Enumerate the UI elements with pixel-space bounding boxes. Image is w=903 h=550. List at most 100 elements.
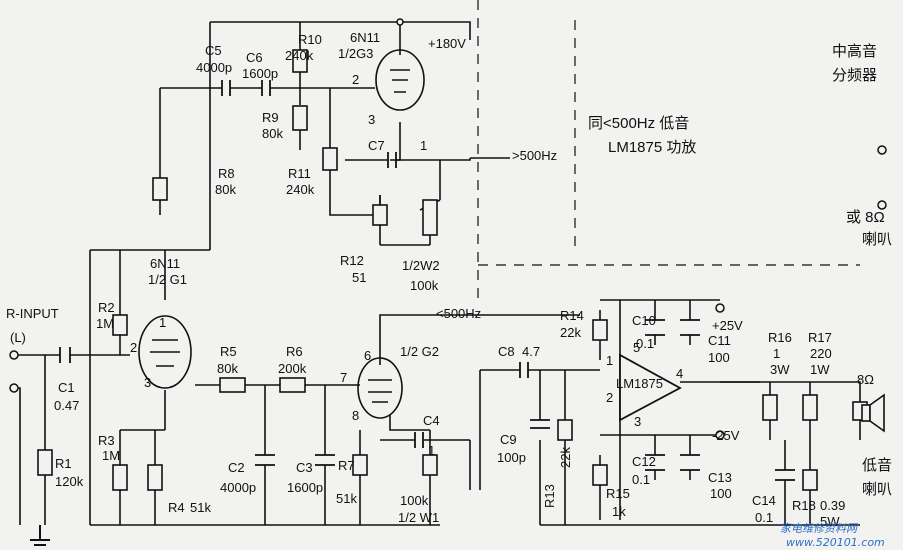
bass-spk-line1: 低音 <box>862 457 892 474</box>
label-c14-ref: C14 <box>752 493 776 508</box>
label-speaker-ohm: 8Ω <box>857 372 874 387</box>
label-c4-val: 1 <box>428 443 435 458</box>
pin-7: 7 <box>340 370 347 385</box>
label-r16-ref: R16 <box>768 330 792 345</box>
label-w2-val: 100k <box>410 278 439 293</box>
label-r13-val: 22k <box>558 447 573 468</box>
label-c5-val: 4000p <box>196 60 232 75</box>
pin-3: 3 <box>144 375 151 390</box>
bass-amp-line1: 同<500Hz 低音 <box>588 115 689 132</box>
label-c11-val: 100 <box>708 350 730 365</box>
label-c2-val: 4000p <box>220 480 256 495</box>
label-below500: <500Hz <box>436 306 481 321</box>
label-r9-val: 80k <box>262 126 283 141</box>
label-c4-ref: C4 <box>423 413 440 428</box>
label-c7-ref: C7 <box>368 138 385 153</box>
capacitors <box>59 80 795 481</box>
label-r11-ref: R11 <box>288 166 311 181</box>
label-r12-ref: R12 <box>340 253 364 268</box>
label-r17-power: 1W <box>810 362 830 377</box>
pin-numbers: 1 2 3 2 3 6 7 8 1 2 3 4 5 <box>130 72 683 429</box>
label-w2-ref: 1/2W2 <box>402 258 440 273</box>
label-c11-ref: C11 <box>708 333 731 348</box>
label-r2-val: 1M <box>96 316 114 331</box>
label-c1-ref: C1 <box>58 380 75 395</box>
pin-2: 2 <box>130 340 137 355</box>
tomid-line2: 分频器 <box>832 67 877 84</box>
label-r2-ref: R2 <box>98 300 115 315</box>
label-c2-ref: C2 <box>228 460 245 475</box>
label-above500: >500Hz <box>512 148 557 163</box>
label-r3-ref: R3 <box>98 433 115 448</box>
input-channel: (L) <box>10 330 26 345</box>
label-r12-val: 51 <box>352 270 366 285</box>
label-r4-val: 51k <box>190 500 211 515</box>
label-r1-val: 120k <box>55 474 84 489</box>
label-ic: LM1875 <box>616 376 663 391</box>
label-r8-val: 80k <box>215 182 236 197</box>
label-r4-ref: R4 <box>168 500 185 515</box>
pin-6: 6 <box>364 348 371 363</box>
label-c8-ref: C8 <box>498 344 515 359</box>
label-minus25: -25V <box>712 428 740 443</box>
ic-pin-1: 1 <box>606 353 613 368</box>
pin-8: 8 <box>352 408 359 423</box>
pin-2-v2: 2 <box>352 72 359 87</box>
pin-3-v2: 3 <box>368 112 375 127</box>
label-r9-ref: R9 <box>262 110 279 125</box>
label-r17-val: 220 <box>810 346 832 361</box>
ic-pin-5: 5 <box>633 340 640 355</box>
ic-pin-3: 3 <box>634 414 641 429</box>
label-r18-val: 0.39 <box>820 498 845 513</box>
label-c10-ref: C10 <box>632 313 656 328</box>
label-c3-val: 1600p <box>287 480 323 495</box>
pin-1: 1 <box>159 315 166 330</box>
label-r18-power: 5W <box>820 514 840 529</box>
label-w1-ref: 1/2 W1 <box>398 510 439 525</box>
label-r6-val: 200k <box>278 361 307 376</box>
label-c13-ref: C13 <box>708 470 732 485</box>
label-c14-val: 0.1 <box>755 510 773 525</box>
label-r18-ref: R18 <box>792 498 816 513</box>
label-r7-ref: R7 <box>338 458 355 473</box>
watermark: 家电维修资料网 www.520101.com <box>780 522 885 549</box>
label-c13-val: 100 <box>710 486 732 501</box>
label-r16-val: 1 <box>773 346 780 361</box>
resistors <box>37 49 868 491</box>
label-v1b-ref: 1/2 G2 <box>400 344 439 359</box>
ic-pin-2: 2 <box>606 390 613 405</box>
label-c9-ref: C9 <box>500 432 517 447</box>
label-w1-val: 100k <box>400 493 429 508</box>
label-r11-val: 240k <box>286 182 315 197</box>
label-r7-val: 51k <box>336 491 357 506</box>
crossover-box <box>477 0 860 300</box>
label-v1-unit: 1/2 G1 <box>148 272 187 287</box>
label-c3-ref: C3 <box>296 460 313 475</box>
label-r10-val: 240k <box>285 48 314 63</box>
wires <box>14 21 861 526</box>
ic-pin-4: 4 <box>676 366 683 381</box>
bass-spk-line2: 喇叭 <box>862 481 892 498</box>
terminals <box>9 18 887 440</box>
speaker-icon <box>861 393 885 433</box>
or8-line2: 喇叭 <box>862 231 892 248</box>
bass-amp-line2: LM1875 功放 <box>608 139 696 156</box>
label-r17-ref: R17 <box>808 330 832 345</box>
label-plus180: +180V <box>428 36 466 51</box>
label-v2-unit: 1/2G3 <box>338 46 373 61</box>
label-r15-val: 1k <box>612 504 626 519</box>
label-c10-val: 0.1 <box>636 336 654 351</box>
label-r13-ref: R13 <box>542 484 557 508</box>
label-r10-ref: R10 <box>298 32 322 47</box>
label-r6-ref: R6 <box>286 344 303 359</box>
label-r14-ref: R14 <box>560 308 584 323</box>
label-c12-ref: C12 <box>632 454 656 469</box>
label-r3-val: 1M <box>102 448 120 463</box>
label-r8-ref: R8 <box>218 166 235 181</box>
ground-icon <box>30 525 50 546</box>
label-r5-val: 80k <box>217 361 238 376</box>
label-v2-ref: 6N11 <box>350 30 380 45</box>
label-plus25: +25V <box>712 318 743 333</box>
watermark-line1: 家电维修资料网 <box>780 522 859 535</box>
